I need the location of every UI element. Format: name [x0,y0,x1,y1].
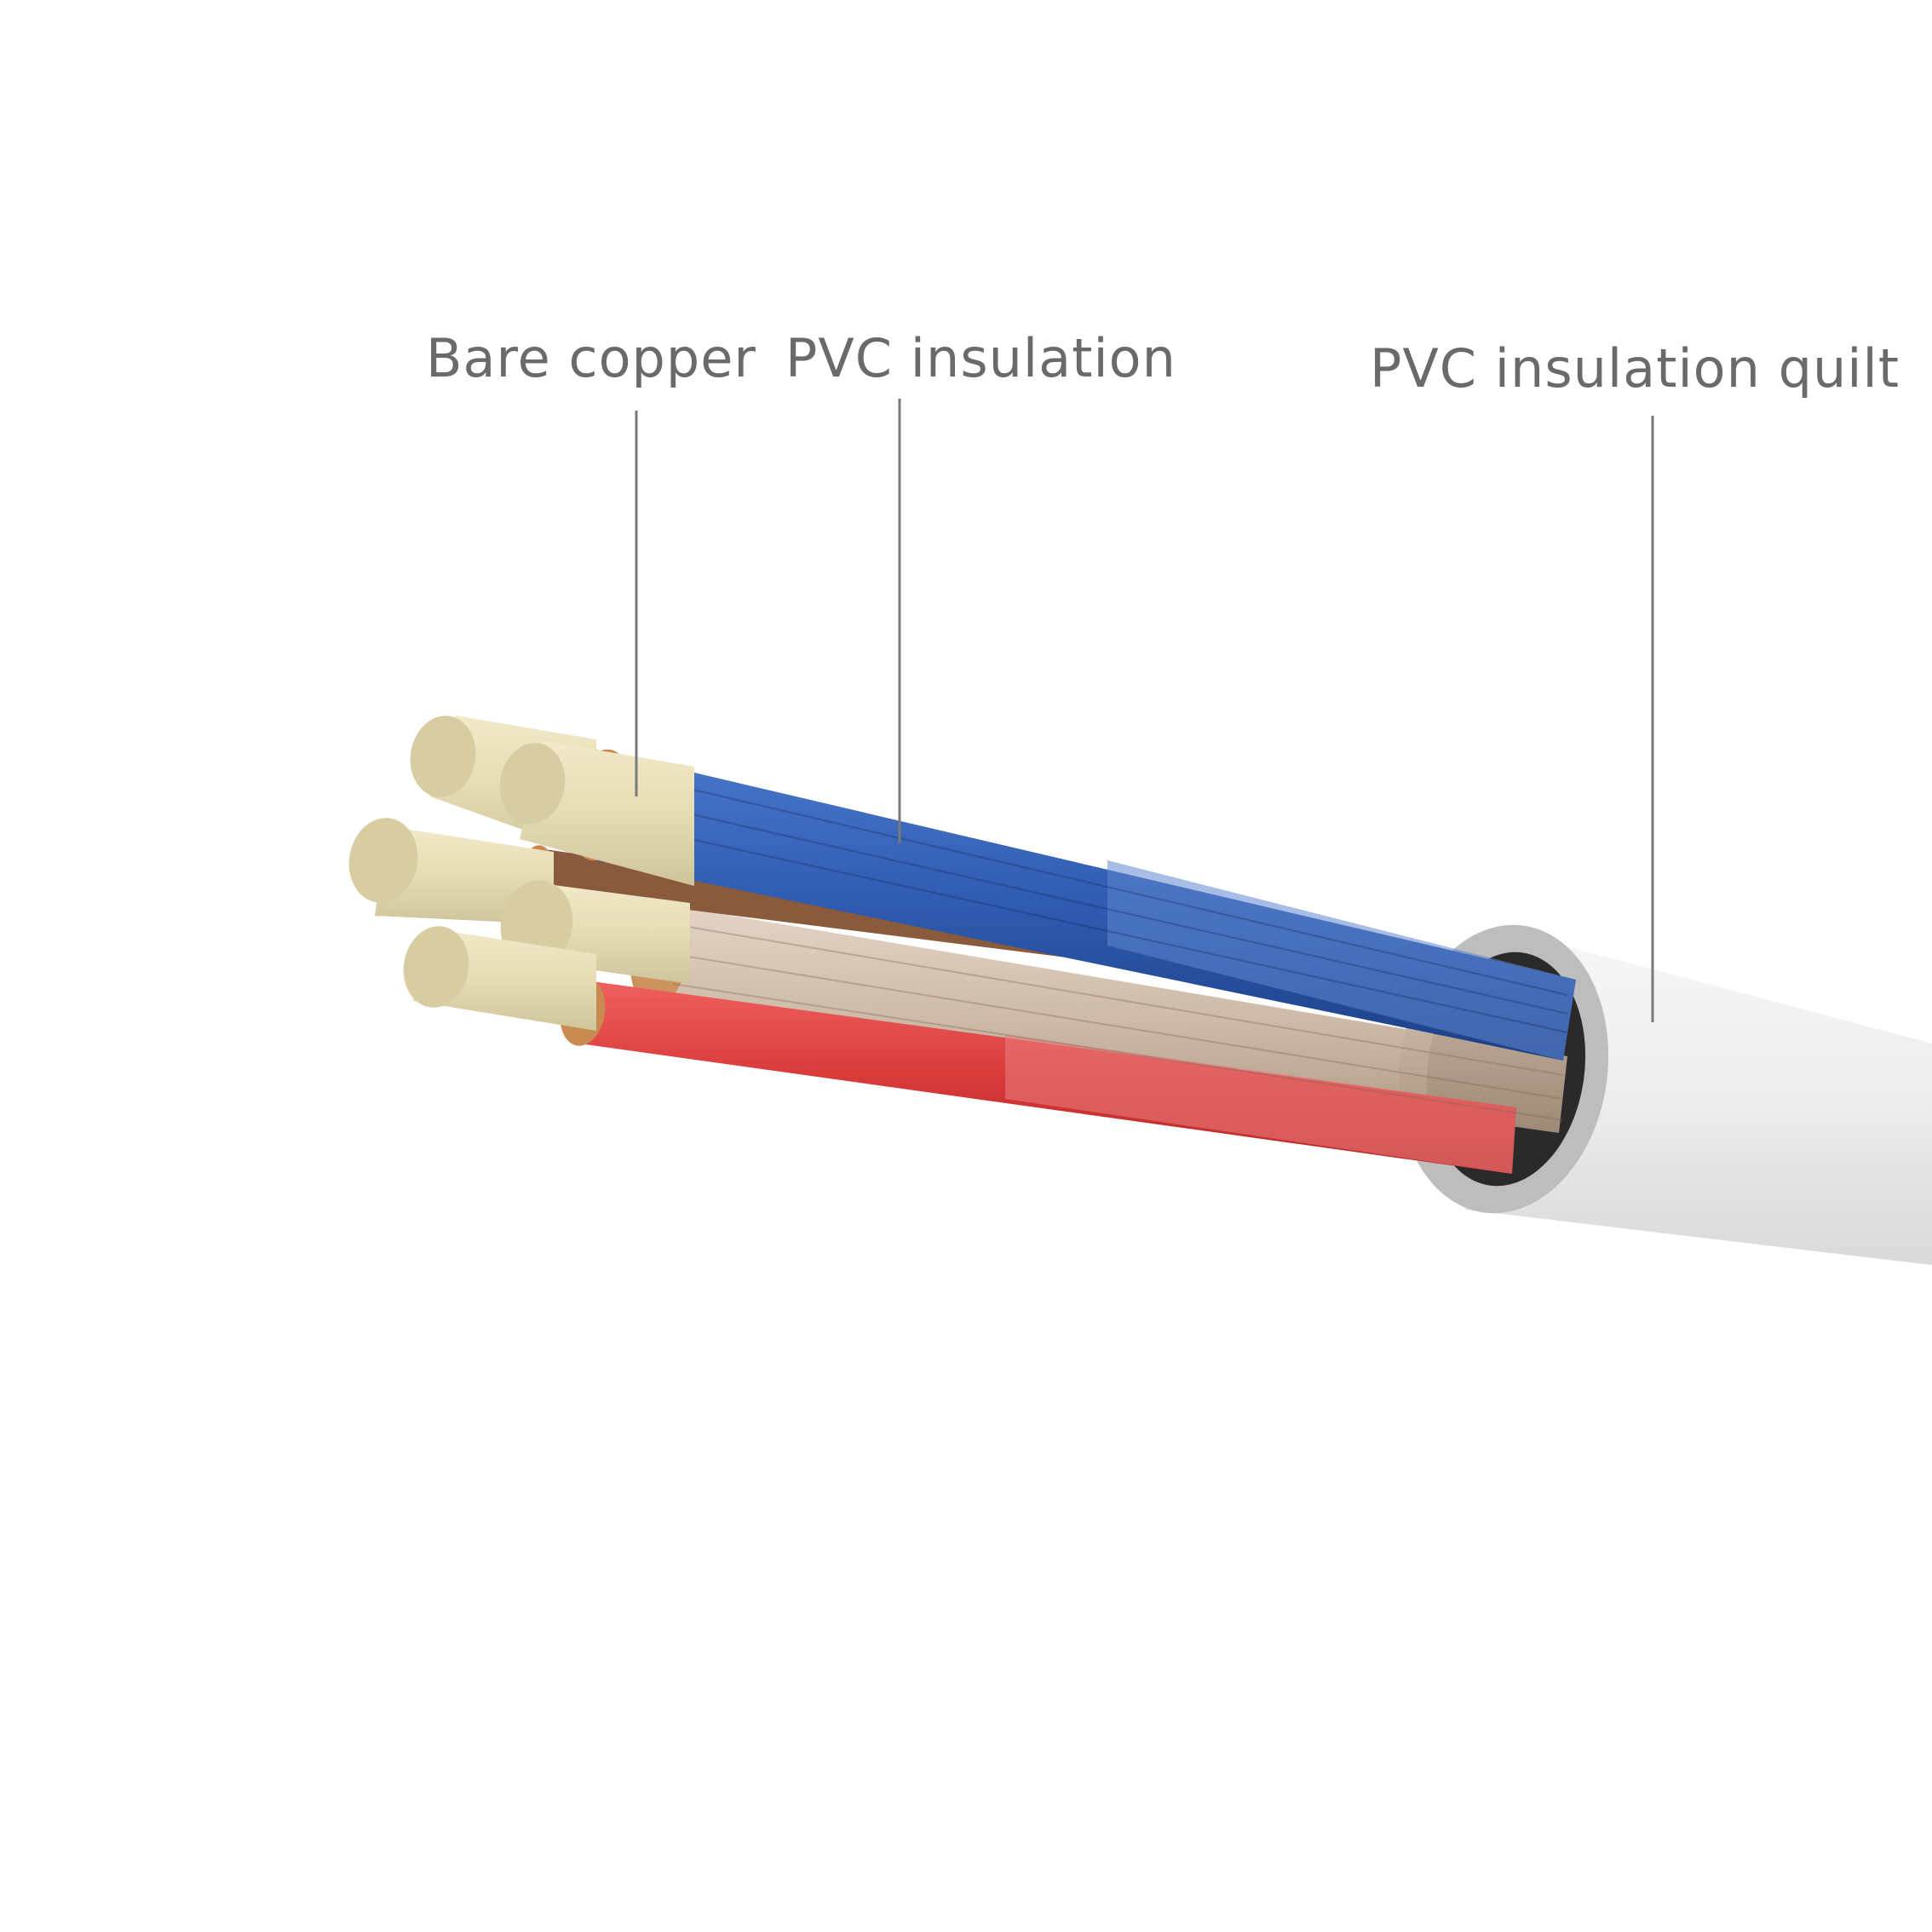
bare-copper-cores [348,716,694,1031]
leader-lines [635,399,1654,1022]
label-bare-copper: Bare copper [426,327,756,389]
label-pvc-insulation: PVC insulation [785,327,1176,389]
copper-core [403,926,596,1031]
copper-core [499,741,694,886]
label-pvc-insulation-quilt: PVC insulation quilt [1370,337,1900,400]
wire-strands [612,770,1568,1121]
